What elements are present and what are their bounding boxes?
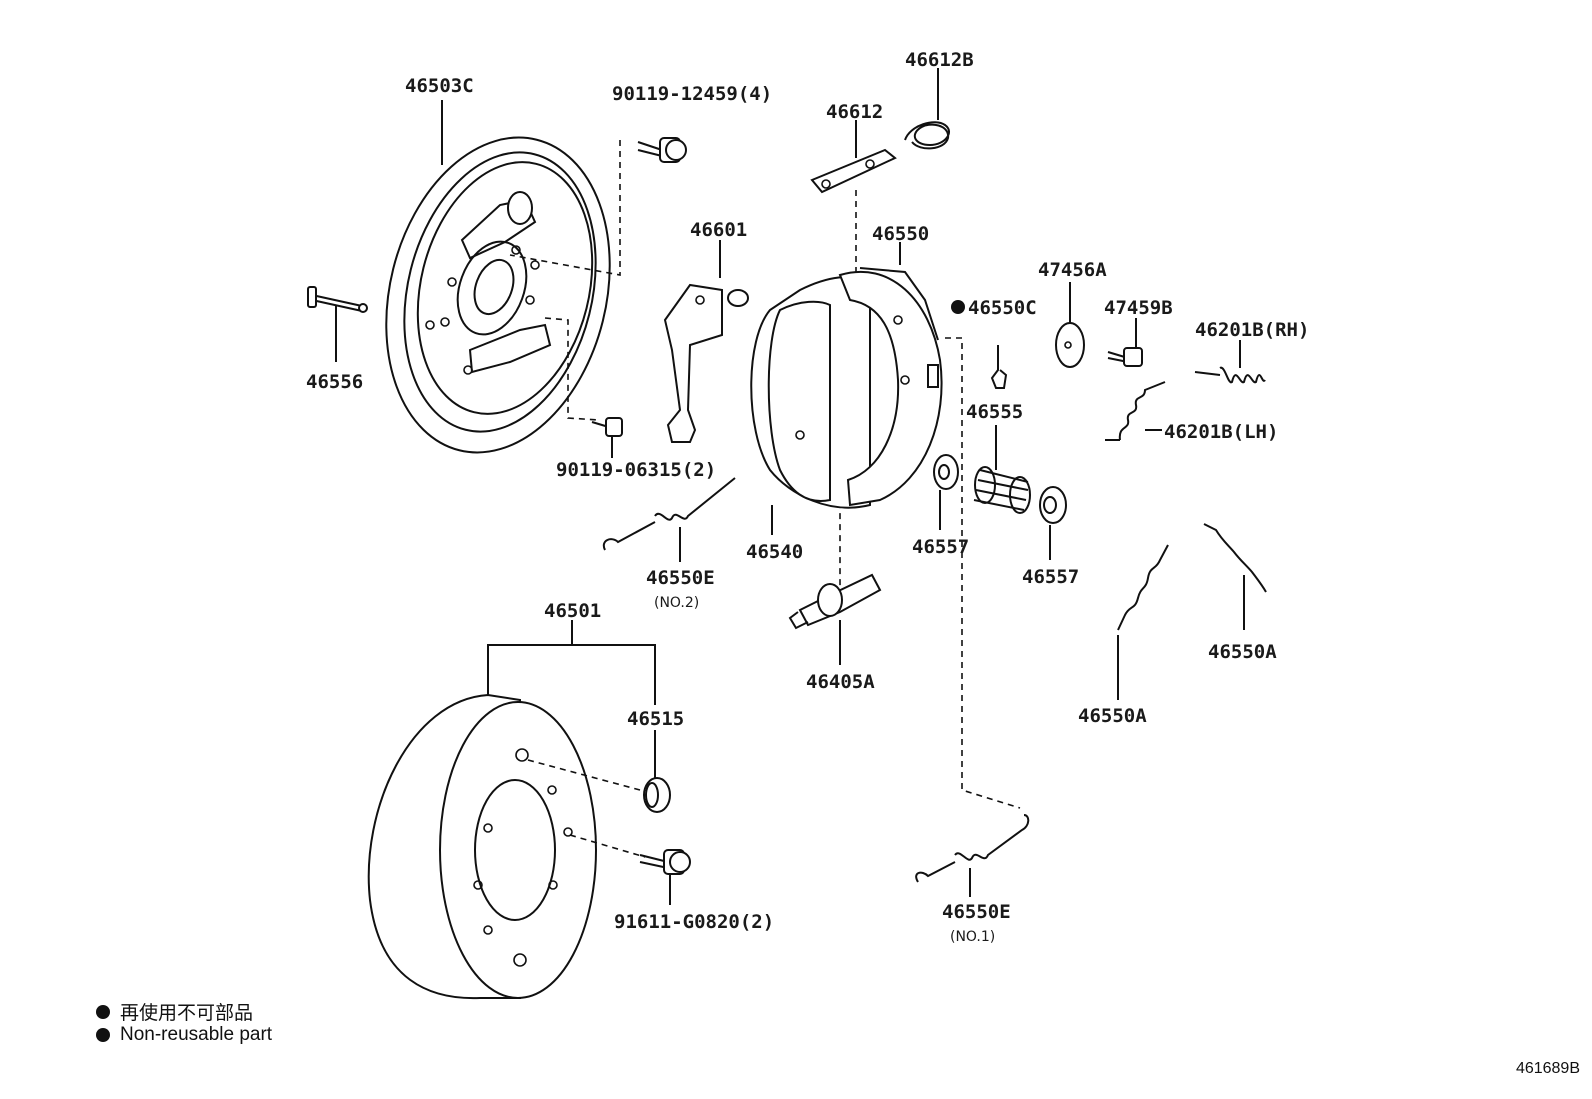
label-cup-right: 46557 bbox=[1022, 566, 1079, 588]
dash-drum-bolt bbox=[569, 834, 646, 858]
pin-46556 bbox=[307, 286, 368, 313]
pin-bolt-47459B bbox=[1107, 347, 1143, 367]
brake-drum bbox=[367, 693, 597, 1000]
cup-46557-right bbox=[1039, 486, 1067, 524]
adjuster-46405A bbox=[788, 573, 882, 630]
washer-47456A bbox=[1055, 322, 1085, 368]
label-strut-spring: 46612B bbox=[905, 49, 974, 71]
label-return-spring-right: 46550A bbox=[1208, 641, 1277, 663]
lever-46601 bbox=[663, 283, 749, 443]
label-drum-assy: 46501 bbox=[544, 600, 601, 622]
dash-plug bbox=[527, 759, 641, 791]
label-plug: 46515 bbox=[627, 708, 684, 730]
label-spring-lh: 46201B(LH) bbox=[1164, 421, 1278, 443]
plug-46515 bbox=[643, 777, 671, 813]
label-shoe-assy: 46550 bbox=[872, 223, 929, 245]
shoe-clip-46550C bbox=[990, 345, 1008, 389]
label-cup-left: 46557 bbox=[912, 536, 969, 558]
bolt-lower bbox=[591, 417, 623, 437]
spring-46550E-no2 bbox=[602, 477, 736, 551]
bullet-icon bbox=[96, 1004, 110, 1019]
label-retainer: 46555 bbox=[966, 401, 1023, 423]
return-spring-46550A-right bbox=[1203, 523, 1267, 593]
strut-46612 bbox=[810, 148, 897, 194]
label-return-spring-left: 46550A bbox=[1078, 705, 1147, 727]
figure-code: 461689B bbox=[1515, 1060, 1580, 1077]
label-spring-no2: 46550E bbox=[646, 567, 715, 589]
dash-bolt-upper bbox=[509, 140, 621, 276]
return-spring-46550A-left bbox=[1117, 544, 1169, 631]
legend-english: Non-reusable part bbox=[96, 1024, 272, 1046]
bracket-drum-assy bbox=[487, 644, 656, 705]
bolt-upper bbox=[637, 137, 687, 163]
dash-shoe-clip-spring bbox=[945, 337, 1021, 809]
spring-46201B-lh bbox=[1105, 381, 1166, 441]
label-shoe: 46540 bbox=[746, 541, 803, 563]
label-adjuster: 46405A bbox=[806, 671, 875, 693]
label-bolt-upper: 90119-12459(4) bbox=[612, 83, 772, 105]
legend-japanese: 再使用不可部品 bbox=[96, 998, 253, 1025]
label-strut: 46612 bbox=[826, 101, 883, 123]
dash-bolt-lower bbox=[544, 317, 599, 421]
label-bolt-lower: 90119-06315(2) bbox=[556, 459, 716, 481]
spring-46550E-no1 bbox=[915, 814, 1030, 883]
label-drum-bolt: 91611-G0820(2) bbox=[614, 911, 774, 933]
spring-46201B-rh bbox=[1194, 366, 1266, 384]
brake-shoe-assembly bbox=[750, 267, 943, 509]
non-reusable-marker bbox=[951, 300, 965, 314]
label-spring-no1: 46550E bbox=[942, 901, 1011, 923]
label-spring-no2-sub: (NO.2) bbox=[654, 595, 699, 611]
label-lever: 46601 bbox=[690, 219, 747, 241]
retainer-spring-46555 bbox=[973, 466, 1031, 514]
label-shoe-clip: 46550C bbox=[968, 297, 1037, 319]
label-pin-bolt: 47459B bbox=[1104, 297, 1173, 319]
strut-spring-46612B bbox=[904, 121, 950, 150]
cup-46557-left bbox=[933, 454, 959, 490]
legend-en-text: Non-reusable part bbox=[120, 1024, 273, 1045]
label-spring-no1-sub: (NO.1) bbox=[950, 929, 995, 945]
label-washer: 47456A bbox=[1038, 259, 1107, 281]
backing-plate bbox=[385, 136, 611, 454]
drum-bolt bbox=[639, 849, 691, 875]
label-backing-plate: 46503C bbox=[405, 75, 474, 97]
legend-ja-text: 再使用不可部品 bbox=[120, 1003, 254, 1024]
label-spring-rh: 46201B(RH) bbox=[1195, 319, 1309, 341]
bullet-icon bbox=[96, 1028, 110, 1042]
label-pin: 46556 bbox=[306, 371, 363, 393]
